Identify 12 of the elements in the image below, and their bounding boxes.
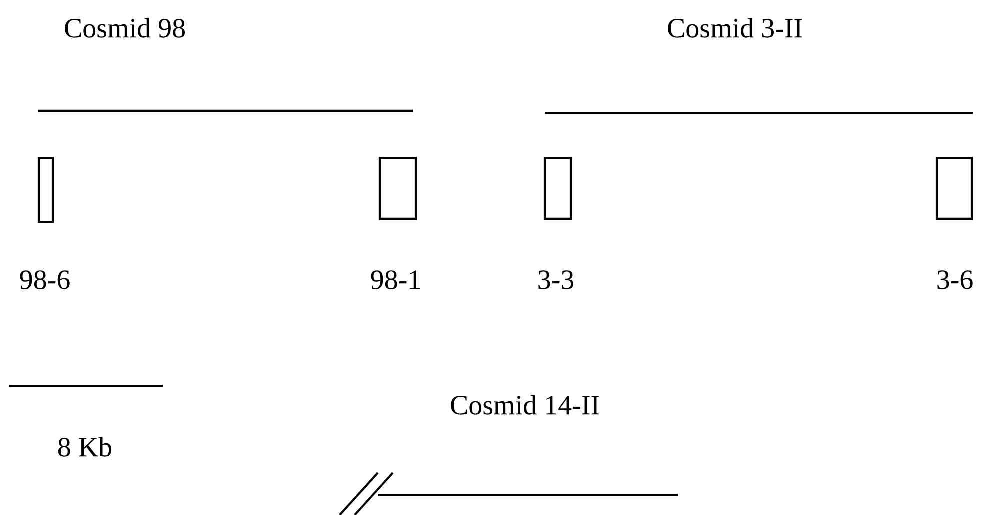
cosmid-label: Cosmid 98	[65, 18, 186, 38]
gene-label: 98-1	[371, 270, 420, 290]
gene-box	[378, 156, 418, 220]
gene-label: 3-3	[538, 270, 574, 290]
gene-box	[38, 156, 54, 224]
gene-box	[544, 156, 572, 220]
cosmid-label: Cosmid 14-II	[451, 395, 600, 415]
gene-label: 3-6	[938, 270, 973, 290]
gene-label: 98-6	[20, 270, 70, 290]
cosmid-label: Cosmid 3-II	[668, 18, 802, 38]
scale-label: 8 Kb	[58, 437, 112, 457]
gene-box	[936, 156, 974, 220]
